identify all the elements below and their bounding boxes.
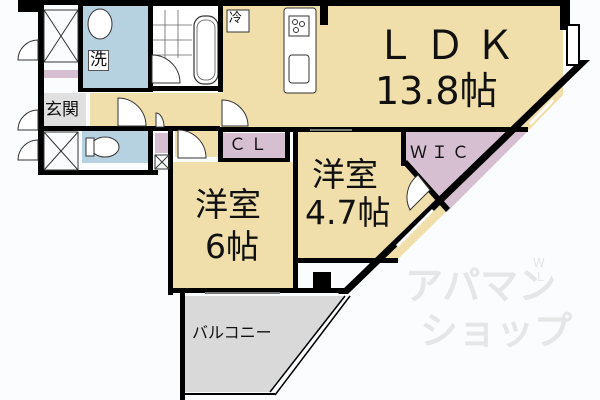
washroom-label: 洗	[88, 50, 109, 71]
wic-label: ＷＩＣ	[410, 143, 473, 163]
entrance	[44, 93, 86, 126]
diagonal-window	[395, 208, 435, 248]
toilet-tank	[85, 137, 95, 157]
bathtub-inner	[196, 19, 216, 81]
refrigerator-label: 冷	[229, 11, 243, 26]
watermark-line1: アパマン	[405, 264, 557, 308]
closet	[222, 133, 290, 161]
western-room-6	[172, 162, 294, 290]
western-room-4-7-label: 洋室	[312, 155, 378, 194]
stove-icon	[288, 15, 310, 37]
entrance-label: 玄関	[45, 100, 79, 120]
ldk-area: 13.8帖	[375, 69, 498, 113]
windows	[205, 129, 352, 294]
western-room-6-area: 6帖	[205, 227, 259, 266]
diagonal-window-2	[528, 98, 555, 126]
walls	[18, 0, 570, 295]
watermark-tag-w: W	[533, 256, 545, 270]
diagonal-wall	[338, 60, 590, 294]
storage-boxes	[43, 9, 170, 171]
watermark-tag-l: L	[537, 270, 544, 284]
western-room-6-label: 洋室	[195, 185, 261, 224]
fridge-box	[226, 9, 250, 33]
balcony-label: バルコニー	[192, 323, 272, 342]
watermark-line2: ショップ	[420, 309, 573, 353]
bath-tiles	[152, 10, 192, 58]
sink-icon	[288, 54, 310, 84]
balcony-left-wall	[180, 290, 185, 400]
balcony-area	[182, 296, 345, 392]
closet-label: ＣＬ	[229, 135, 271, 155]
ldk-label: ＬＤＫ	[375, 23, 525, 69]
entrance-step	[44, 70, 79, 78]
balcony-railing-inner	[274, 295, 351, 396]
western-room-4-7-area: 4.7帖	[305, 193, 391, 232]
bathtub-icon	[193, 15, 219, 85]
balcony-railing	[269, 295, 346, 393]
exterior-column	[566, 24, 580, 66]
doors[interactable]	[17, 39, 431, 211]
toilet-icon	[90, 136, 120, 158]
small-storage	[155, 133, 168, 153]
washbasin-icon	[87, 8, 113, 40]
